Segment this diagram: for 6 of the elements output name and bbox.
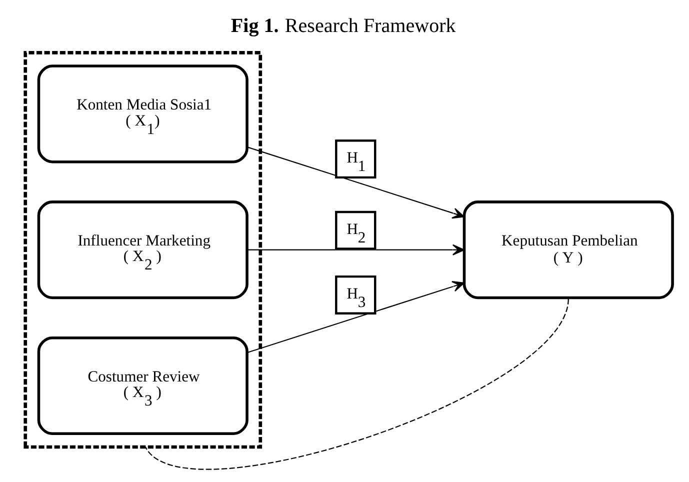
- node-box: Keputusan Pembelian ( Y ): [462, 200, 674, 300]
- arrow: [247, 146, 465, 219]
- arrow: [248, 244, 465, 256]
- arrow: [247, 281, 465, 354]
- diagram-title: Fig 1. Research Framework: [230, 14, 456, 37]
- cluster: [24, 51, 262, 449]
